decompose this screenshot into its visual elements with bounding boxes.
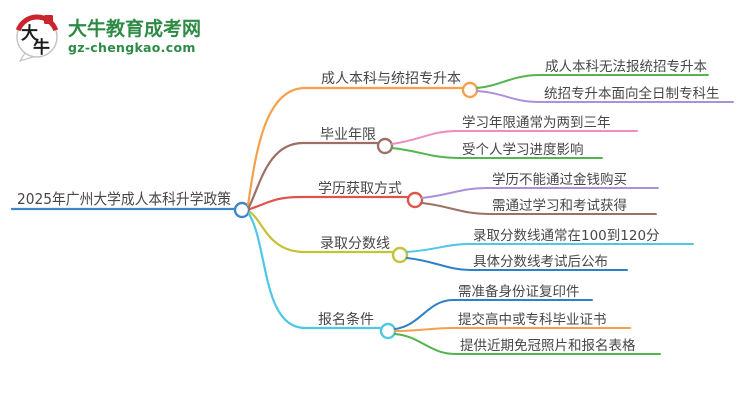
leaf-connector bbox=[421, 202, 657, 215]
leaf-label: 提交高中或专科毕业证书 bbox=[458, 311, 607, 328]
logo-text-block: 大牛教育成考网 gz-chengkao.com bbox=[68, 17, 202, 56]
leaf-label: 提供近期免冠照片和报名表格 bbox=[460, 338, 636, 354]
leaf-label: 统招专升本面向全日制专科生 bbox=[544, 85, 720, 102]
branch-4: 录取分数线 录取分数线通常在100到120分 具体分数线考试后公布 bbox=[248, 210, 694, 271]
logo-subtitle: gz-chengkao.com bbox=[68, 40, 196, 56]
branch-label: 报名条件 bbox=[318, 311, 374, 328]
leaf-connector bbox=[394, 299, 593, 330]
branch-node-handle[interactable] bbox=[461, 81, 479, 99]
branch-label: 学历获取方式 bbox=[318, 181, 402, 197]
logo-char-niu: 牛 bbox=[33, 37, 50, 58]
logo-char-da: 大 bbox=[21, 23, 38, 44]
branch-connector bbox=[247, 141, 379, 209]
leaf-connector bbox=[406, 243, 694, 253]
leaf-connector bbox=[391, 147, 603, 159]
leaf-connector bbox=[476, 74, 709, 89]
branch-connector bbox=[247, 212, 382, 330]
branch-label: 毕业年限 bbox=[320, 127, 376, 143]
leaf-label: 学习年限通常为两到三年 bbox=[462, 115, 611, 131]
branch-1: 成人本科与统招专升本 成人本科无法报统招专升本 统招专升本面向全日制专科生 bbox=[246, 59, 734, 207]
branch-5: 报名条件 需准备身份证复印件 提交高中或专科毕业证书 提供近期免冠照片和报名表格 bbox=[247, 212, 661, 355]
leaf-connector bbox=[394, 327, 631, 332]
logo-seal-stamp bbox=[44, 15, 53, 24]
leaf-label: 需通过学习和考试获得 bbox=[492, 197, 627, 214]
root-node-handle[interactable] bbox=[233, 201, 251, 219]
branch-connector bbox=[248, 195, 409, 211]
leaf-label: 录取分数线通常在100到120分 bbox=[473, 228, 660, 244]
branch-node-handle[interactable] bbox=[379, 322, 397, 340]
branch-label: 成人本科与统招专升本 bbox=[321, 71, 461, 87]
leaf-connector bbox=[391, 130, 638, 145]
root-node: 2025年广州大学成人本科升学政策 bbox=[10, 190, 251, 219]
branch-node-handle[interactable] bbox=[391, 246, 409, 264]
leaf-label: 受个人学习进度影响 bbox=[462, 142, 584, 158]
leaf-label: 成人本科无法报统招专升本 bbox=[545, 59, 707, 75]
branch-connector bbox=[246, 86, 464, 207]
leaf-label: 需准备身份证复印件 bbox=[458, 283, 580, 300]
branch-2: 毕业年限 学习年限通常为两到三年 受个人学习进度影响 bbox=[247, 115, 638, 209]
leaf-connector bbox=[476, 90, 734, 103]
leaf-label: 学历不能通过金钱购买 bbox=[492, 172, 627, 188]
daniu-ox-logo-icon: 大 牛 bbox=[15, 14, 59, 63]
branch-node-handle[interactable] bbox=[376, 137, 394, 155]
logo-red-arc bbox=[15, 14, 59, 32]
leaf-label: 具体分数线考试后公布 bbox=[473, 254, 608, 270]
leaf-connector bbox=[406, 257, 628, 271]
branch-node-handle[interactable] bbox=[406, 191, 424, 209]
branch-connector bbox=[248, 210, 394, 254]
leaf-connector bbox=[421, 187, 659, 199]
branch-label: 录取分数线 bbox=[320, 236, 390, 252]
site-logo[interactable]: 大 牛 大牛教育成考网 gz-chengkao.com bbox=[13, 11, 201, 63]
root-topic-label: 2025年广州大学成人本科升学政策 bbox=[17, 190, 231, 208]
leaf-connector bbox=[394, 333, 661, 355]
branch-3: 学历获取方式 学历不能通过金钱购买 需通过学习和考试获得 bbox=[248, 172, 659, 215]
logo-title: 大牛教育成考网 bbox=[68, 17, 202, 40]
